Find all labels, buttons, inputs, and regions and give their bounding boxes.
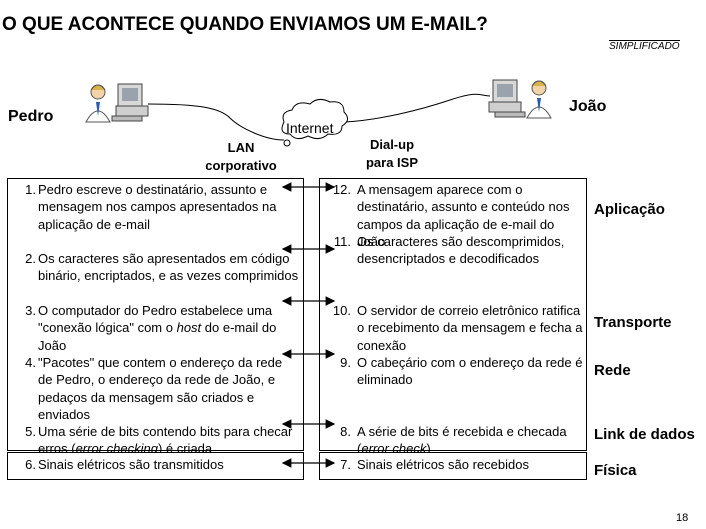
sender-steps-box: 1. Pedro escreve o destinatário, assunto…: [7, 178, 304, 456]
step-text: "Pacotes" que contem o endereço da rede …: [38, 355, 283, 422]
step-text-b: ): [426, 441, 431, 457]
dialup-label-line1: Dial-up: [369, 137, 415, 152]
step-text: A mensagem aparece com o destinatário, a…: [357, 182, 570, 249]
step-number: 5.: [25, 424, 36, 439]
internet-cloud: [281, 98, 348, 140]
dialup-wire: [344, 93, 491, 123]
layer-transport: Transporte: [594, 314, 672, 331]
sender-step: 1. Pedro escreve o destinatário, assunto…: [8, 181, 299, 250]
step-number: 1.: [25, 182, 36, 197]
step-number: 3.: [25, 303, 36, 318]
layer-network: Rede: [594, 362, 631, 379]
step-text-a: O computador do Pedro estabelece uma "co…: [38, 303, 273, 336]
step-number: 7.: [340, 457, 351, 472]
receiver-name: João: [569, 98, 607, 115]
joao-computer-icon: [487, 72, 557, 137]
step-text: Sinais elétricos são transmitidos: [38, 457, 224, 472]
lan-label: LAN corporativo: [196, 139, 286, 175]
step-number: 2.: [25, 251, 36, 266]
step-number: 6.: [25, 457, 36, 472]
lan-wire: [147, 103, 285, 141]
modem-icon: [283, 139, 291, 147]
step-text: O servidor de correio eletrônico ratific…: [357, 303, 583, 353]
step-text-a: A série de bits é recebida e checada (: [357, 424, 567, 457]
sender-physical-box: 6. Sinais elétricos são transmitidos: [7, 452, 304, 480]
receiver-step: 12. A mensagem aparece com o destinatári…: [320, 181, 586, 249]
layer-physical: Física: [594, 462, 637, 479]
step-text: O cabeçário com o endereço da rede é eli…: [357, 355, 583, 388]
step-text: Pedro escreve o destinatário, assunto e …: [38, 182, 277, 232]
sender-step: 2. Os caracteres são apresentados em cód…: [8, 250, 299, 302]
lan-label-line2: corporativo: [205, 158, 277, 173]
pedro-computer-icon: [82, 78, 152, 143]
network-diagram: [147, 93, 491, 147]
step-text-b: do e-mail do João: [38, 320, 277, 353]
dialup-label-line2: para ISP: [365, 155, 419, 170]
step-number: 11.: [333, 234, 351, 249]
page-number: 18: [676, 512, 689, 524]
page-title: O QUE ACONTECE QUANDO ENVIAMOS UM E-MAIL…: [2, 14, 488, 35]
step-number: 4.: [25, 355, 36, 370]
step-number: 10.: [332, 303, 351, 318]
step-text: Sinais elétricos são recebidos: [357, 457, 529, 472]
receiver-step: 10. O servidor de correio eletrônico rat…: [320, 302, 586, 354]
sender-name: Pedro: [8, 108, 54, 125]
layer-application: Aplicação: [594, 201, 665, 218]
user-at-computer-icon: [85, 83, 149, 123]
receiver-step: 9. O cabeçário com o endereço da rede é …: [320, 354, 586, 423]
layer-datalink: Link de dados: [594, 426, 695, 443]
step-text: Os caracteres são apresentados em código…: [38, 251, 299, 284]
step-text-em: host: [176, 320, 202, 336]
step-number: 12.: [332, 182, 351, 197]
dialup-label: Dial-up para ISP: [352, 136, 432, 172]
receiver-steps-box: 12. A mensagem aparece com o destinatári…: [319, 178, 587, 456]
sender-step: 4. "Pacotes" que contem o endereço da re…: [8, 354, 299, 423]
step-number: 9.: [340, 355, 351, 370]
user-at-computer-icon: [488, 79, 552, 119]
step-text: Os caracteres são descomprimidos, desenc…: [357, 234, 565, 267]
simplified-tag: SIMPLIFICADO: [609, 40, 680, 52]
lan-label-line1: LAN: [227, 140, 255, 155]
sender-step: 6. Sinais elétricos são transmitidos: [8, 456, 299, 473]
sender-step: 3. O computador do Pedro estabelece uma …: [8, 302, 299, 354]
internet-label: Internet: [286, 120, 334, 136]
step-number: 8.: [340, 424, 351, 439]
receiver-step: 11. Os caracteres são descomprimidos, de…: [320, 233, 586, 302]
receiver-step: 7. Sinais elétricos são recebidos: [320, 456, 586, 473]
receiver-physical-box: 7. Sinais elétricos são recebidos: [319, 452, 587, 480]
